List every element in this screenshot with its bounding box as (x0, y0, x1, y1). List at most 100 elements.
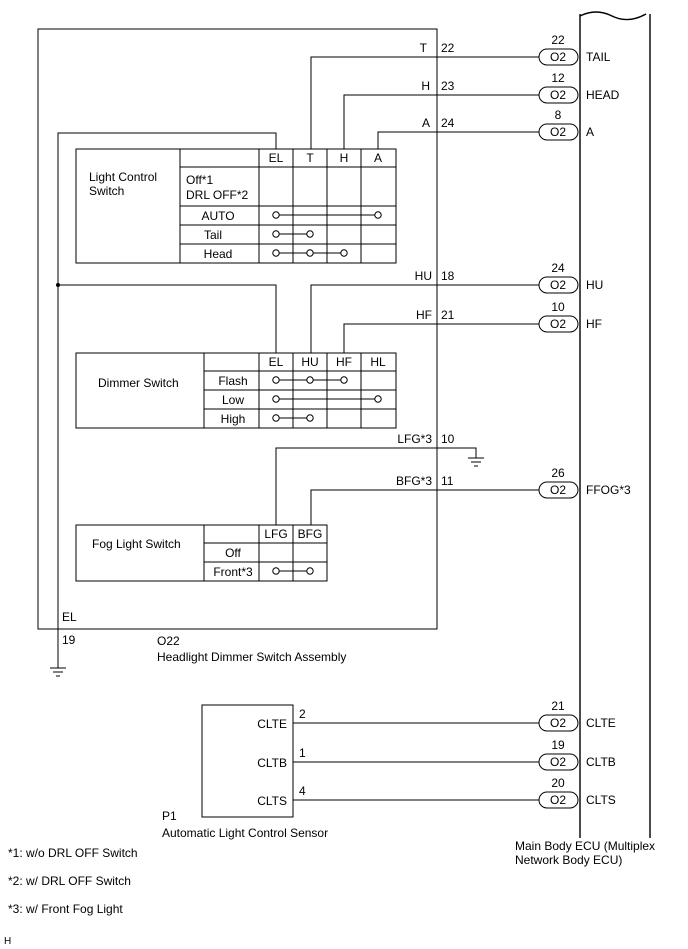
pin-number-lfg: 10 (441, 432, 455, 446)
pin-number-h: 23 (441, 79, 455, 93)
column-header: H (340, 151, 349, 165)
connector-signal: CLTE (586, 716, 616, 730)
ecu-connector-ffog: O2 26 FFOG*3 (538, 466, 631, 499)
footer-mark: H (4, 936, 11, 947)
ecu-connector-clte: O2 21 CLTE (538, 699, 616, 732)
sensor-name: Automatic Light Control Sensor (162, 826, 328, 840)
row-label: Flash (218, 374, 247, 388)
sensor-pin-number: 4 (299, 784, 306, 798)
ecu-connector-cltb: O2 19 CLTB (538, 738, 616, 771)
connector-code: O2 (550, 278, 566, 292)
wire-el-bus (57, 132, 277, 668)
connector-code: O2 (550, 317, 566, 331)
pin-number-a: 24 (441, 116, 455, 130)
row-label: Front*3 (213, 565, 253, 579)
contact-head (272, 249, 348, 257)
connector-pin: 19 (551, 738, 565, 752)
pin-number-el: 19 (62, 633, 76, 647)
dimmer-switch-table: Dimmer Switch EL HU HF HL Flash Low High (75, 352, 397, 429)
connector-signal: A (586, 125, 594, 139)
ecu-break-line (579, 11, 647, 21)
wire-t (310, 56, 539, 149)
ecu-connector-hf: O2 10 HF (538, 300, 602, 333)
assembly-code: O22 (157, 634, 180, 648)
row-label-drl-off: DRL OFF*2 (186, 188, 249, 202)
contact-tail (272, 230, 314, 238)
connector-signal: TAIL (586, 50, 611, 64)
footnotes: *1: w/o DRL OFF Switch *2: w/ DRL OFF Sw… (4, 846, 138, 947)
light-control-title-2: Switch (89, 184, 124, 198)
footnote: *1: w/o DRL OFF Switch (8, 846, 138, 860)
sensor-pin-label: CLTE (257, 717, 287, 731)
connector-signal: HEAD (586, 88, 620, 102)
pin-label-h: H (421, 79, 430, 93)
connector-code: O2 (550, 716, 566, 730)
pin-label-hu: HU (415, 269, 432, 283)
ecu-name-line1: Main Body ECU (Multiplex (515, 839, 655, 853)
wire-hu (310, 284, 539, 353)
fog-title: Fog Light Switch (92, 537, 181, 551)
connector-signal: HF (586, 317, 602, 331)
wire-el-dimmer (58, 284, 277, 353)
row-label: Off (225, 546, 241, 560)
main-body-ecu: Main Body ECU (Multiplex Network Body EC… (515, 11, 655, 867)
sensor-pin-label: CLTB (257, 756, 287, 770)
connector-signal: CLTB (586, 755, 616, 769)
pin-number-hu: 18 (441, 269, 455, 283)
sensor-pin-number: 2 (299, 707, 306, 721)
contact-flash (272, 376, 348, 384)
assembly-name: Headlight Dimmer Switch Assembly (157, 650, 346, 664)
wire-lfg (275, 447, 477, 525)
light-control-title-1: Light Control (89, 170, 157, 184)
column-header: BFG (298, 527, 323, 541)
connector-pin: 12 (551, 71, 565, 85)
connector-code: O2 (550, 50, 566, 64)
connector-pin: 8 (555, 108, 562, 122)
row-label: Head (204, 247, 233, 261)
connector-signal: HU (586, 278, 603, 292)
wire-hf (343, 323, 539, 353)
row-label: AUTO (201, 209, 234, 223)
connector-signal: CLTS (586, 793, 616, 807)
wire-h (343, 94, 539, 149)
connector-pin: 20 (551, 776, 565, 790)
fog-light-switch-table: Fog Light Switch LFG BFG Off Front*3 (75, 524, 328, 582)
wire-bfg (310, 489, 539, 525)
connector-pin: 22 (551, 33, 565, 47)
footnote: *2: w/ DRL OFF Switch (8, 874, 131, 888)
assembly-wires: T 22 H 23 A 24 HU 18 HF 21 LFG*3 10 BFG*… (50, 41, 539, 677)
ecu-connector-tail: O2 22 TAIL (538, 33, 611, 66)
row-label-off: Off*1 (186, 173, 213, 187)
contact-auto (272, 211, 382, 219)
wire-a (377, 131, 539, 149)
pin-number-t: 22 (441, 41, 455, 55)
ecu-name-line2: Network Body ECU) (515, 853, 622, 867)
dimmer-title: Dimmer Switch (98, 376, 179, 390)
pin-label-t: T (420, 41, 428, 55)
column-header: T (306, 151, 314, 165)
sensor-pin-label: CLTS (257, 794, 287, 808)
connector-pin: 21 (551, 699, 565, 713)
row-label: Tail (204, 228, 222, 242)
dimmer-switch-assembly: O22 Headlight Dimmer Switch Assembly (37, 28, 438, 664)
connector-pin: 26 (551, 466, 565, 480)
ground-icon (50, 667, 66, 677)
ecu-connector-clts: O2 20 CLTS (538, 776, 616, 809)
ground-icon (468, 457, 484, 467)
connector-signal: FFOG*3 (586, 483, 631, 497)
connector-pin: 24 (551, 261, 565, 275)
sensor-code: P1 (162, 809, 177, 823)
connector-code: O2 (550, 125, 566, 139)
column-header: EL (269, 151, 284, 165)
pin-label-hf: HF (416, 308, 432, 322)
connector-code: O2 (550, 88, 566, 102)
row-label: High (221, 412, 246, 426)
pin-label-bfg: BFG*3 (396, 474, 432, 488)
light-control-sensor: P1 Automatic Light Control Sensor CLTE C… (162, 704, 539, 840)
column-header: EL (269, 355, 284, 369)
junction-dot (56, 283, 60, 287)
connector-code: O2 (550, 793, 566, 807)
column-header: HU (301, 355, 318, 369)
pin-label-a: A (422, 116, 430, 130)
